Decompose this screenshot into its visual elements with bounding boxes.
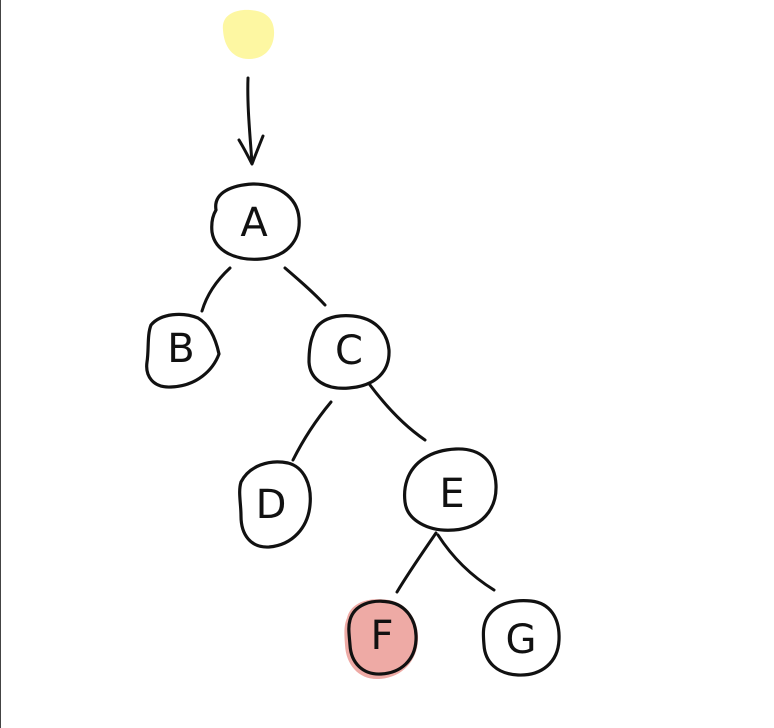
- tree-node-label: A: [240, 200, 268, 246]
- root-arrow-shaft: [246, 76, 254, 165]
- tree-node-label: F: [370, 613, 393, 659]
- tree-node-d: D: [238, 460, 312, 549]
- edge-a-b: [200, 266, 232, 313]
- root-marker: [222, 9, 275, 59]
- edge-e-g: [436, 533, 496, 592]
- edge-a-c: [283, 266, 327, 307]
- tree-node-label: D: [256, 482, 287, 528]
- tree-node-label: B: [167, 326, 194, 372]
- tree-node-b: B: [145, 312, 221, 389]
- tree-node-g: G: [481, 599, 561, 677]
- tree-node-c: C: [307, 314, 391, 390]
- tree-node-a: A: [210, 182, 301, 261]
- edge-c-e: [368, 383, 427, 442]
- edge-c-d: [291, 400, 333, 462]
- edge-e-f: [395, 531, 438, 594]
- tree-node-label: C: [335, 328, 363, 374]
- tree-node-label: G: [506, 617, 537, 663]
- tree-node-f: F: [344, 599, 419, 680]
- tree-node-e: E: [403, 447, 498, 532]
- tree-node-label: E: [439, 471, 464, 517]
- root-arrow-head: [237, 134, 265, 166]
